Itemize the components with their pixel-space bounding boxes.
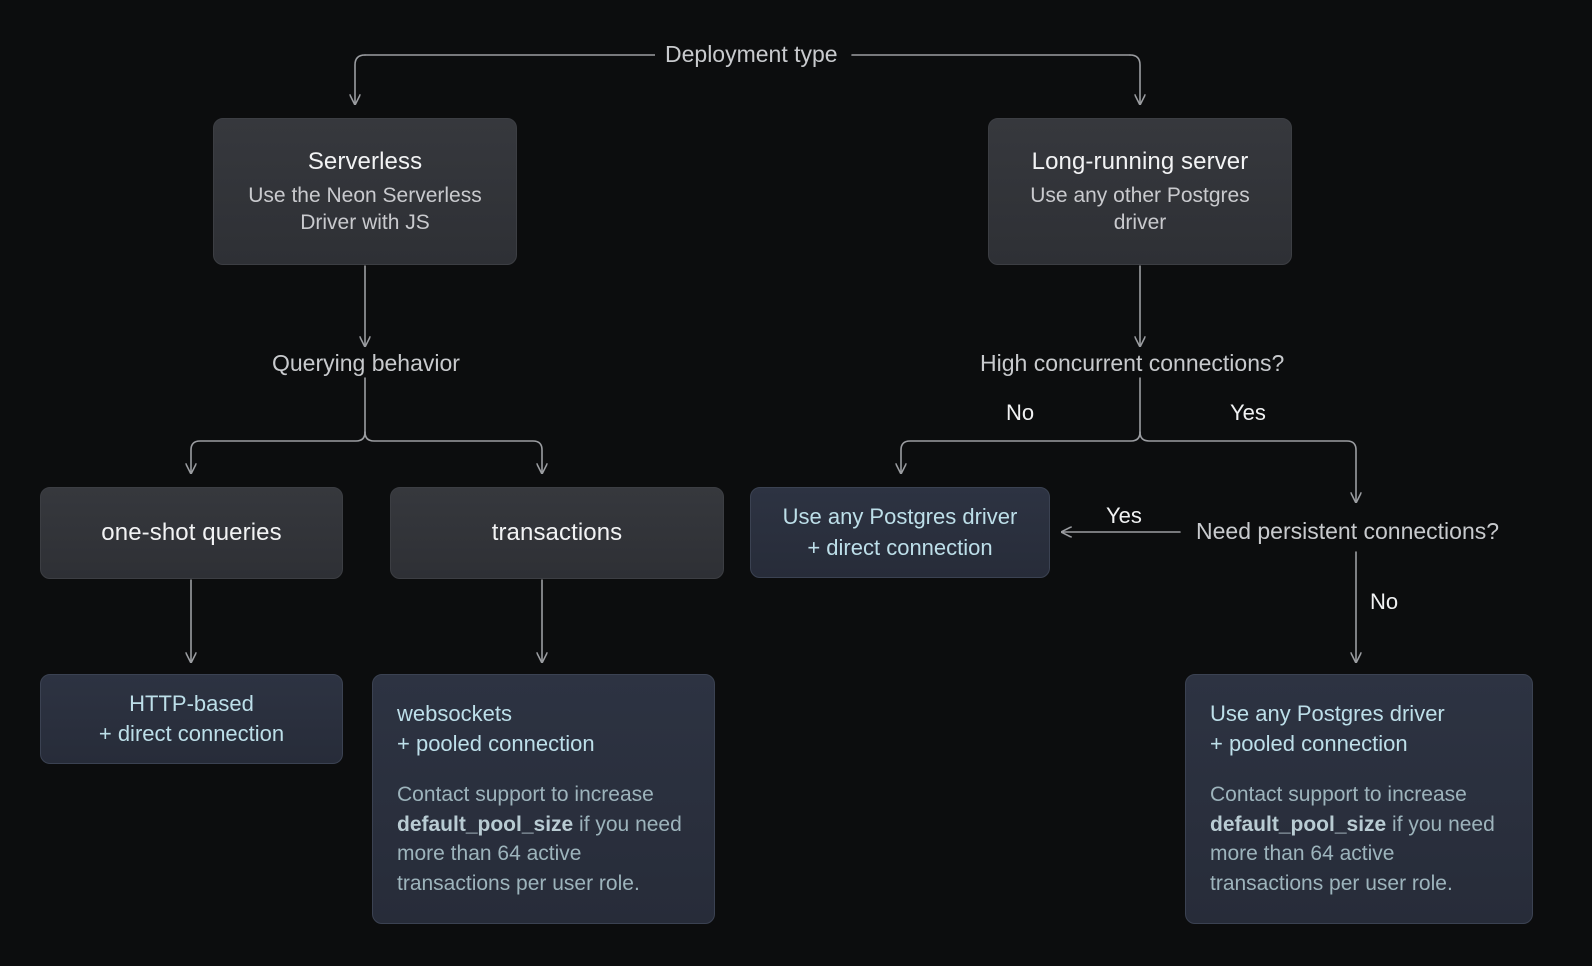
node-transactions-title: transactions (491, 519, 623, 547)
edge-label-concurrent-yes: Yes (1222, 402, 1274, 424)
node-driver-direct-title: Use any Postgres driver + direct connect… (782, 504, 1018, 560)
edge-querying-right-arm (364, 431, 542, 473)
node-one-shot-queries[interactable]: one-shot queries (40, 487, 343, 579)
node-http-based-title: HTTP-based + direct connection (98, 690, 285, 746)
edge-concurrent-no-arm (901, 431, 1141, 473)
note-text-after: if you need more than 64 active transact… (397, 812, 682, 896)
node-need-persistent-connections: Need persistent connections? (1186, 520, 1510, 543)
node-high-concurrent-connections: High concurrent connections? (970, 352, 1295, 375)
edge-root-to-longrunning (1129, 54, 1140, 104)
node-websockets-note: Contact support to increase default_pool… (397, 780, 690, 899)
note-text-before: Contact support to increase (1210, 782, 1467, 806)
node-driver-direct-connection[interactable]: Use any Postgres driver + direct connect… (750, 487, 1050, 578)
note-text-after: if you need more than 64 active transact… (1210, 812, 1495, 896)
edge-label-persistent-no: No (1362, 591, 1407, 613)
node-long-running-subtitle: Use any other Postgres driver (1030, 183, 1250, 235)
note-code-default-pool-size: default_pool_size (1210, 812, 1387, 836)
node-websockets[interactable]: websockets + pooled connection Contact s… (372, 674, 715, 924)
node-driver-pooled-title: Use any Postgres driver + pooled connect… (1210, 701, 1445, 757)
node-websockets-title: websockets + pooled connection (397, 701, 595, 757)
node-one-shot-queries-title: one-shot queries (101, 519, 282, 547)
root-label: Deployment type (655, 43, 848, 66)
node-driver-pooled-connection[interactable]: Use any Postgres driver + pooled connect… (1185, 674, 1533, 924)
node-serverless-title: Serverless (307, 147, 423, 175)
node-http-based[interactable]: HTTP-based + direct connection (40, 674, 343, 764)
edge-root-to-serverless (355, 54, 366, 104)
edge-querying-left-arm (191, 431, 366, 473)
node-long-running-title: Long-running server (1031, 147, 1249, 175)
node-long-running-server[interactable]: Long-running server Use any other Postgr… (988, 118, 1292, 265)
node-driver-pooled-note: Contact support to increase default_pool… (1210, 780, 1508, 899)
node-querying-behavior: Querying behavior (262, 352, 470, 375)
node-serverless-subtitle: Use the Neon Serverless Driver with JS (248, 183, 482, 235)
node-serverless[interactable]: Serverless Use the Neon Serverless Drive… (213, 118, 517, 265)
edge-concurrent-yes-arm (1139, 431, 1356, 502)
edge-label-concurrent-no: No (998, 402, 1043, 424)
note-code-default-pool-size: default_pool_size (397, 812, 574, 836)
note-text-before: Contact support to increase (397, 782, 654, 806)
edge-label-persistent-yes: Yes (1098, 505, 1150, 527)
node-transactions[interactable]: transactions (390, 487, 724, 579)
